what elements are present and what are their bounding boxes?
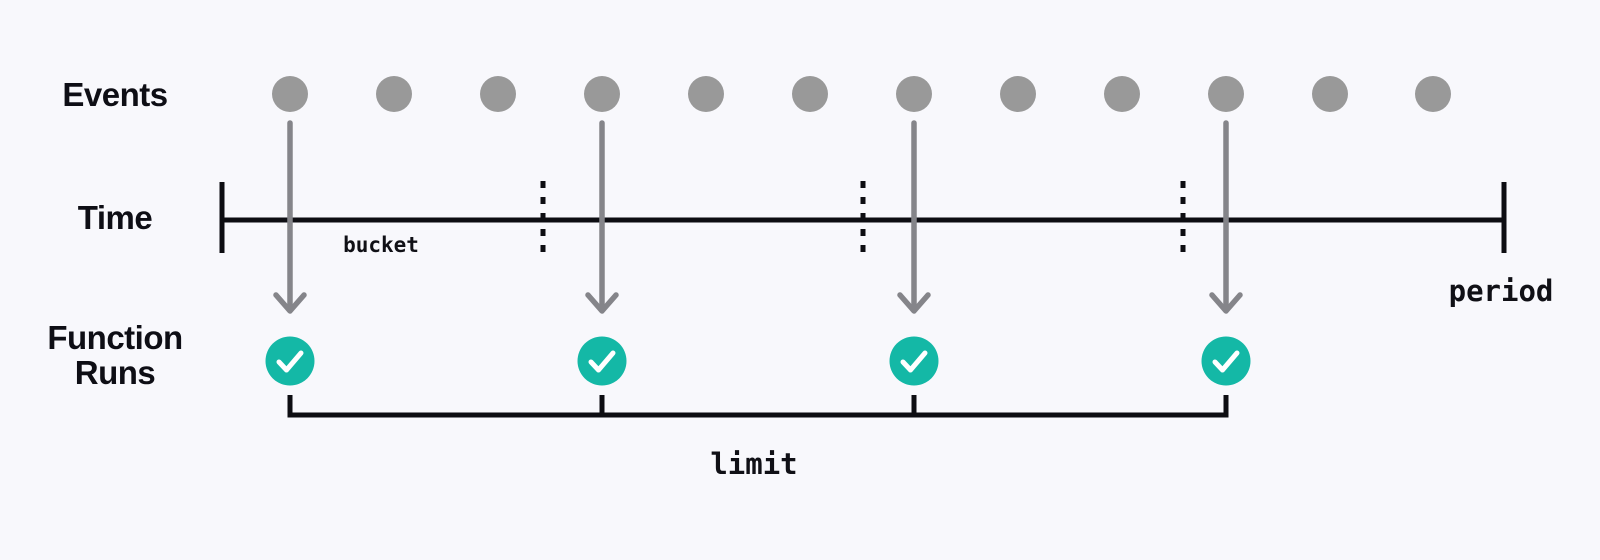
function-runs-row-label: Function Runs bbox=[20, 320, 210, 390]
event-dot bbox=[1104, 76, 1140, 112]
limit-label: limit bbox=[710, 447, 798, 481]
event-dot bbox=[1415, 76, 1451, 112]
event-dot bbox=[376, 76, 412, 112]
event-arrow-head bbox=[585, 292, 619, 314]
event-dot bbox=[1000, 76, 1036, 112]
function-runs-label-line2: Runs bbox=[74, 354, 156, 391]
event-arrow-head bbox=[897, 292, 931, 314]
run-success-circle bbox=[1201, 336, 1251, 386]
events-row-label: Events bbox=[62, 76, 168, 113]
checkmark-icon bbox=[588, 350, 616, 373]
period-label: period bbox=[1448, 274, 1554, 308]
bucket-label: bucket bbox=[343, 233, 419, 257]
run-success-circle bbox=[889, 336, 939, 386]
event-arrow-head bbox=[273, 292, 307, 314]
event-dot bbox=[688, 76, 724, 112]
run-success-circle bbox=[577, 336, 627, 386]
checkmark-icon bbox=[900, 350, 928, 373]
checkmark-icon bbox=[1212, 350, 1240, 373]
event-arrow-head bbox=[1209, 292, 1243, 314]
time-row-label: Time bbox=[77, 199, 153, 236]
run-success-circle bbox=[265, 336, 315, 386]
function-runs-label-line1: Function bbox=[47, 319, 183, 356]
checkmark-icon bbox=[276, 350, 304, 373]
event-dot bbox=[1312, 76, 1348, 112]
event-dot bbox=[584, 76, 620, 112]
event-dot bbox=[272, 76, 308, 112]
event-dot bbox=[896, 76, 932, 112]
event-dot bbox=[1208, 76, 1244, 112]
event-dot bbox=[792, 76, 828, 112]
event-dot bbox=[480, 76, 516, 112]
